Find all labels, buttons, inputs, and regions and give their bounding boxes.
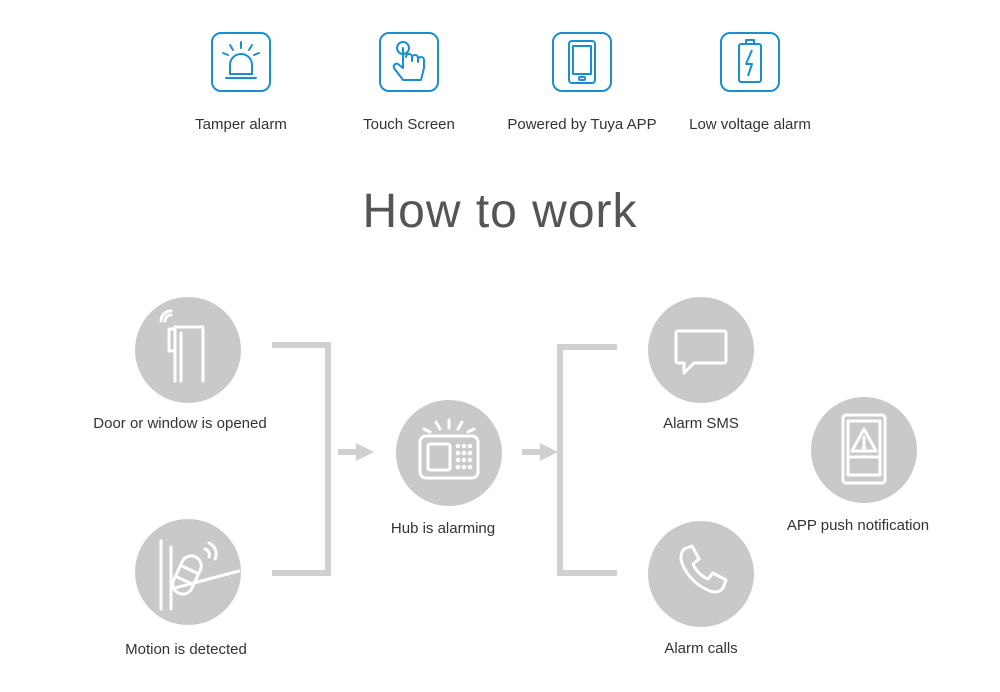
- output-label: Alarm SMS: [663, 415, 739, 432]
- sms-bubble-icon: [648, 297, 754, 403]
- door-sensor-icon: [135, 297, 241, 403]
- smartphone-icon: [552, 32, 612, 92]
- output-label: APP push notification: [786, 517, 930, 534]
- section-title: How to work: [362, 185, 638, 238]
- feature-touch-screen: Touch Screen: [329, 32, 489, 133]
- output-label: Alarm calls: [664, 640, 738, 657]
- touch-hand-icon: [379, 32, 439, 92]
- feature-label: Touch Screen: [363, 116, 455, 133]
- trigger-label: Motion is detected: [125, 641, 247, 658]
- feature-low-voltage: Low voltage alarm: [670, 32, 830, 133]
- right-bracket: [557, 344, 617, 576]
- phone-warning-icon: [811, 397, 917, 503]
- feature-label: Tamper alarm: [195, 116, 287, 133]
- feature-tamper-alarm: Tamper alarm: [161, 32, 321, 133]
- battery-icon: [720, 32, 780, 92]
- trigger-label: Door or window is opened: [93, 415, 267, 432]
- arrow-to-hub: [338, 443, 374, 461]
- siren-icon: [211, 32, 271, 92]
- hub-label: Hub is alarming: [390, 520, 496, 537]
- feature-label: Low voltage alarm: [689, 116, 811, 133]
- feature-tuya-app: Powered by Tuya APP: [502, 32, 662, 133]
- alarm-hub-icon: [396, 400, 502, 506]
- motion-sensor-icon: [135, 519, 241, 625]
- arrow-from-hub: [522, 443, 558, 461]
- phone-icon: [648, 521, 754, 627]
- feature-label: Powered by Tuya APP: [507, 116, 657, 133]
- left-bracket: [272, 342, 331, 576]
